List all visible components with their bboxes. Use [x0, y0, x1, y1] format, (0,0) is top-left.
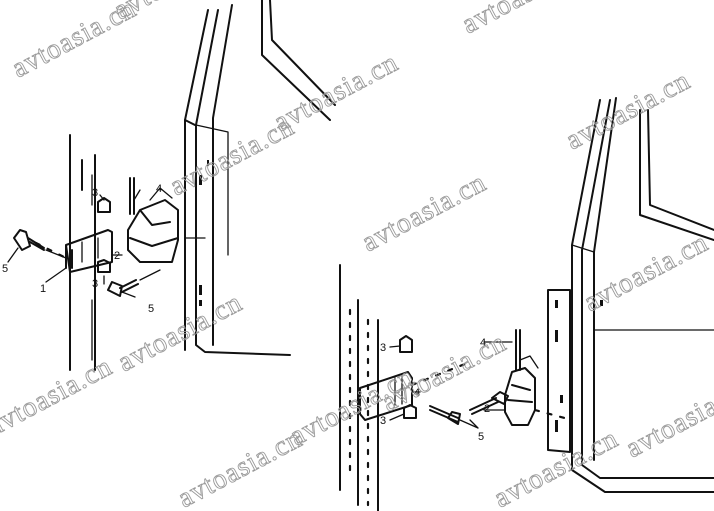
watermark-text: avtoasia.cn	[457, 0, 592, 40]
callout-r4-pin: 4	[480, 337, 486, 349]
watermark-text: avtoasia.cn	[113, 287, 248, 378]
right-hinge-bracket	[519, 355, 539, 369]
watermark-text: avtoasia.cn	[173, 423, 308, 511]
right-leader-lines	[389, 341, 513, 429]
callout-2: 2	[114, 250, 120, 262]
watermark-text: avtoasia.cn	[109, 0, 244, 26]
left-cap-bottom	[97, 259, 111, 273]
right-pillar-dashes	[348, 308, 370, 507]
right-door-assembly	[339, 97, 714, 511]
callout-5-left: 5	[2, 263, 8, 275]
right-hinge-pin	[515, 329, 521, 371]
left-door-inner-edge	[195, 124, 229, 256]
left-leader-lines	[7, 189, 141, 298]
left-bolt-b-axis	[139, 269, 161, 281]
watermark-text: avtoasia.cn	[0, 351, 118, 442]
left-hinge-plate	[65, 229, 113, 273]
left-door-assembly	[7, 0, 336, 371]
right-cap-bottom	[403, 404, 417, 419]
right-assembly-axis-b	[533, 408, 574, 422]
right-door-window	[639, 109, 714, 241]
right-hinge-plate-detail	[394, 375, 403, 406]
right-cap-top	[399, 335, 413, 353]
left-hinge-pin	[129, 177, 135, 215]
callout-r3-top: 3	[380, 342, 386, 354]
right-door-inner-edge	[571, 244, 714, 331]
watermark-text: avtoasia.cn	[489, 423, 624, 511]
callout-r2: 2	[484, 403, 490, 415]
right-assembly-axis-a	[410, 360, 472, 387]
right-bolt-b	[469, 391, 509, 415]
callout-3-top: 3	[92, 187, 98, 199]
left-hinge-body	[127, 199, 179, 263]
callout-4: 4	[156, 183, 162, 195]
right-door-slots	[555, 300, 603, 432]
watermark-text: avtoasia.cn	[357, 167, 492, 258]
left-assembly-axis	[34, 241, 68, 260]
right-bolt-a	[429, 405, 461, 425]
left-hinge-plate-detail	[81, 237, 99, 263]
watermark-text: avtoasia.cn	[561, 65, 696, 156]
left-door-slots	[199, 160, 209, 306]
right-hinge-body	[504, 367, 536, 426]
callout-5-bottom: 5	[148, 303, 154, 315]
left-bolt-b	[107, 279, 139, 297]
right-door-edge-plate	[547, 289, 571, 453]
callout-1: 1	[40, 283, 46, 295]
left-hinge-bracket	[149, 187, 206, 239]
watermark-text: avtoasia.cn	[579, 227, 714, 318]
callout-3-bottom: 3	[92, 278, 98, 290]
watermark-text: avtoasia.cn	[621, 373, 714, 464]
callout-labels: 1 2 3 3 4 5 5 2 3 3 4 4 5	[2, 183, 490, 443]
left-pillar	[69, 134, 96, 371]
callout-r3-bottom: 3	[380, 415, 386, 427]
callout-r5: 5	[478, 431, 484, 443]
left-bolt-a	[13, 229, 45, 251]
callout-r4-plate: 4	[414, 387, 420, 399]
left-door-window	[184, 0, 336, 126]
